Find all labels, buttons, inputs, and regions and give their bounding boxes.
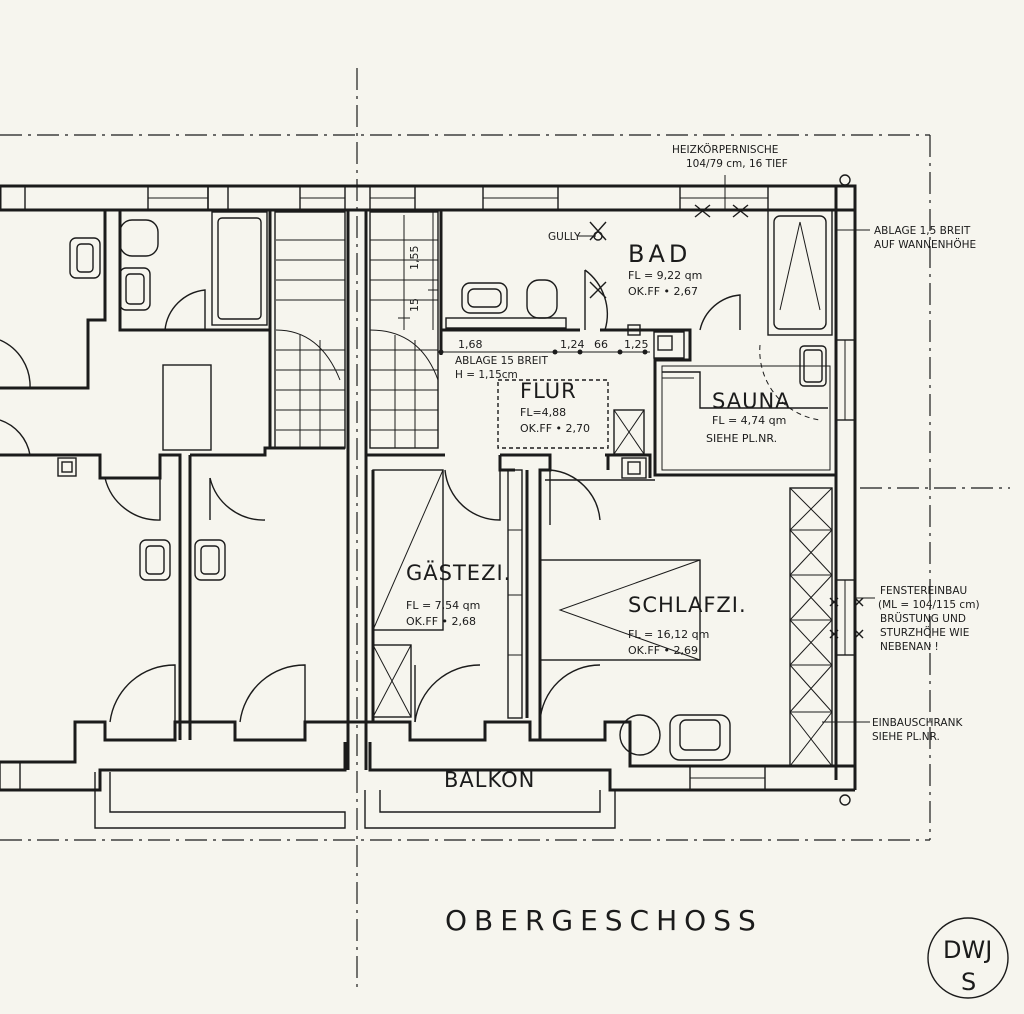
guest-room-fixtures	[372, 469, 523, 719]
dimension-lines	[428, 210, 650, 355]
dim-15: 15	[408, 298, 421, 312]
ablage-flur-note-1: ABLAGE 15 BREIT	[455, 355, 549, 367]
bad-name: BAD	[628, 240, 691, 268]
dim-168: 1,68	[458, 338, 483, 351]
einbauschrank-note-2: SIEHE PL.NR.	[872, 731, 940, 743]
ablage-flur-note-2: H = 1,15cm	[455, 369, 518, 381]
gaestezi-height: OK.FF • 2,68	[406, 615, 476, 628]
bedroom-fixtures	[539, 487, 864, 767]
stamp-line-1: DWJ	[943, 936, 992, 964]
sauna-area: FL = 4,74 qm	[712, 414, 786, 427]
axis-lines	[0, 68, 1010, 990]
dim-155: 1,55	[408, 246, 421, 271]
dim-124: 1,24	[560, 338, 585, 351]
sauna-name: SAUNA	[712, 389, 791, 413]
walls	[0, 184, 857, 829]
dim-125: 1,25	[624, 338, 649, 351]
sauna-fixtures	[497, 345, 828, 479]
heizkoerper-note-1: HEIZKÖRPERNISCHE	[672, 143, 778, 156]
fenster-note-3: BRÜSTUNG UND	[880, 612, 966, 625]
plan-title: OBERGESCHOSS	[445, 904, 763, 937]
fenster-note-1: FENSTEREINBAU	[880, 585, 967, 597]
left-house-fixtures	[57, 211, 268, 581]
ablage-bad-note-1: ABLAGE 1,5 BREIT	[874, 225, 971, 237]
dim-66: 66	[594, 338, 608, 351]
sauna-ref: SIEHE PL.NR.	[706, 432, 777, 445]
schlafzi-area: FL = 16,12 qm	[628, 628, 709, 641]
north-windows	[0, 185, 769, 211]
stamp-line-2: S	[961, 968, 976, 996]
heizkoerper-note-2: 104/79 cm, 16 TIEF	[686, 158, 788, 170]
fenster-note-2: (ML = 104/115 cm)	[878, 599, 980, 611]
bad-height: OK.FF • 2,67	[628, 285, 698, 298]
note-leaders	[578, 175, 875, 723]
schlafzi-height: OK.FF • 2,69	[628, 644, 698, 657]
gaestezi-name: GÄSTEZI.	[406, 560, 511, 585]
gaestezi-area: FL = 7,54 qm	[406, 599, 480, 612]
balkon-name: BALKON	[444, 768, 535, 792]
east-windows	[0, 339, 856, 791]
bad-area: FL = 9,22 qm	[628, 269, 702, 282]
flur-area: FL=4,88	[520, 406, 566, 419]
gully-note: GULLY	[548, 231, 581, 243]
flur-name: FLUR	[520, 379, 577, 403]
flur-height: OK.FF • 2,70	[520, 422, 590, 435]
schlafzi-name: SCHLAFZI.	[628, 593, 747, 617]
fenster-note-5: NEBENAN !	[880, 641, 939, 653]
staircases	[274, 211, 439, 449]
ablage-bad-note-2: AUF WANNENHÖHE	[874, 238, 976, 251]
architect-stamp: DWJ S	[927, 917, 1009, 999]
fenster-note-4: STURZHÖHE WIE	[880, 626, 969, 639]
einbauschrank-note-1: EINBAUSCHRANK	[872, 717, 963, 729]
